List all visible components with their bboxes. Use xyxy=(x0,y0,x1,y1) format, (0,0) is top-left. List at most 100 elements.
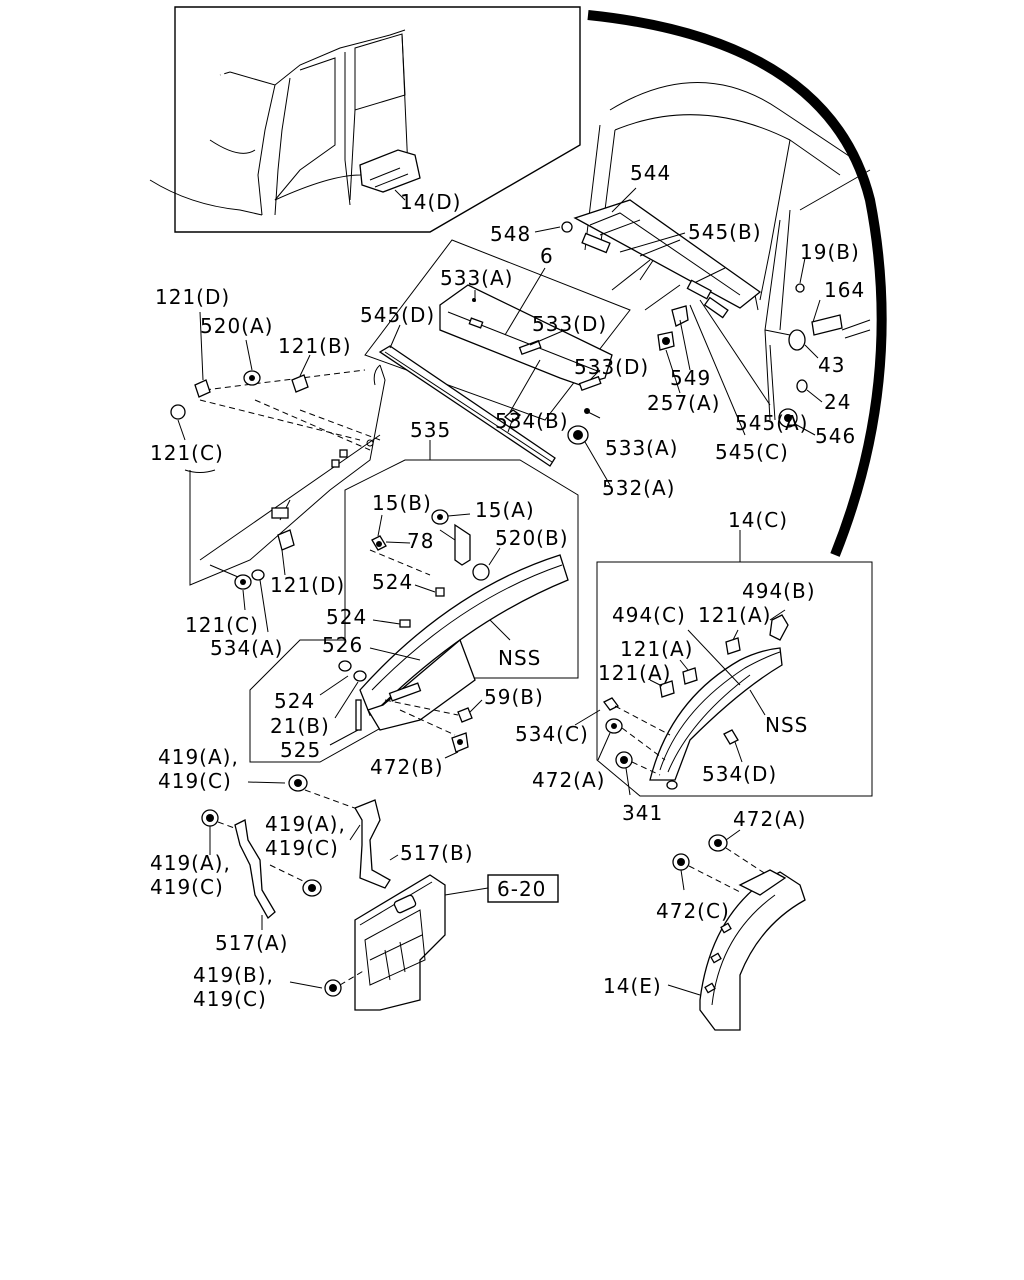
label-472A-a: 472(A) xyxy=(532,768,605,792)
label-419C-c: 419(C) xyxy=(150,875,224,899)
part-472A-a: 472(A) xyxy=(532,718,666,792)
part-520A: 520(A) xyxy=(200,314,273,386)
label-15B: 15(B) xyxy=(372,491,432,515)
label-534D: 534(D) xyxy=(702,762,777,786)
label-419C-d: 419(C) xyxy=(193,987,267,1011)
label-472B: 472(B) xyxy=(370,755,444,779)
label-121D-bot: 121(D) xyxy=(270,573,345,597)
part-534B: 534(B) xyxy=(495,359,569,433)
label-341: 341 xyxy=(622,801,663,825)
strip-545D: 545(D) xyxy=(360,303,556,467)
label-24: 24 xyxy=(824,390,851,414)
panel-544: 544 xyxy=(573,161,762,319)
part-419B: 419(B), 419(C) xyxy=(193,963,366,1011)
label-419B: 419(B), xyxy=(193,963,274,987)
part-419-mid: 419(A), 419(C) xyxy=(150,809,241,899)
step-box: 6-20 xyxy=(354,874,559,1011)
inset-cab-view: 14(D) xyxy=(149,6,581,233)
label-524-a: 524 xyxy=(372,570,413,594)
part-14E: 472(A) 472(C) 14(E) xyxy=(603,807,806,1031)
label-517B: 517(B) xyxy=(400,841,474,865)
label-121A-b: 121(A) xyxy=(620,637,693,661)
label-419A-c: 419(A), xyxy=(150,851,231,875)
label-524-b: 524 xyxy=(326,605,367,629)
part-520B: 520(B) xyxy=(472,526,569,581)
label-532A: 532(A) xyxy=(602,476,675,500)
fender-526: 526 NSS xyxy=(322,554,569,731)
label-549: 549 xyxy=(670,366,711,390)
label-121A-a: 121(A) xyxy=(698,603,771,627)
label-164: 164 xyxy=(824,278,865,302)
part-472B: 472(B) xyxy=(370,709,469,779)
label-545D: 545(D) xyxy=(360,303,435,327)
part-121C-top: 121(C) xyxy=(150,404,223,473)
part-59B: 59(B) xyxy=(384,685,544,723)
group-535: 535 xyxy=(249,418,579,763)
label-494B: 494(B) xyxy=(742,579,816,603)
label-19B: 19(B) xyxy=(800,240,860,264)
label-533A-top: 533(A) xyxy=(440,266,513,290)
label-494C: 494(C) xyxy=(612,603,686,627)
part-121C-bot: 121(C) xyxy=(185,574,259,637)
part-534C: 534(C) xyxy=(515,697,671,746)
part-548: 548 xyxy=(490,221,573,246)
label-257A: 257(A) xyxy=(647,391,720,415)
label-517A: 517(A) xyxy=(215,931,288,955)
part-341: 341 xyxy=(615,751,663,825)
part-15-78: 15(B) 15(A) 78 xyxy=(369,491,535,576)
label-472C: 472(C) xyxy=(656,899,730,923)
center-panel-6: 6 533(A) 533(D) 533(D) 533(A) xyxy=(364,239,678,460)
label-NSS-a: NSS xyxy=(498,646,541,670)
label-121A-c: 121(A) xyxy=(598,661,671,685)
label-14C: 14(C) xyxy=(728,508,788,532)
right-fasteners: 19(B) 164 43 24 546 xyxy=(778,240,871,448)
label-419C-b: 419(C) xyxy=(265,836,339,860)
label-526: 526 xyxy=(322,633,363,657)
label-545C: 545(C) xyxy=(715,440,789,464)
label-534B: 534(B) xyxy=(495,409,569,433)
label-21B: 21(B) xyxy=(270,714,330,738)
label-472A-b: 472(A) xyxy=(733,807,806,831)
label-419A-b: 419(A), xyxy=(265,812,346,836)
part-524-a: 524 xyxy=(372,570,445,597)
part-121B: 121(B) xyxy=(278,334,351,393)
label-535: 535 xyxy=(410,418,451,442)
part-121D-top: 121(D) xyxy=(155,285,230,398)
label-14E: 14(E) xyxy=(603,974,662,998)
label-544: 544 xyxy=(630,161,671,185)
left-panel xyxy=(189,364,386,586)
label-524-c: 524 xyxy=(274,689,315,713)
part-419-low xyxy=(269,864,322,897)
label-520B: 520(B) xyxy=(495,526,569,550)
inset-14C: 14(C) 494(B) 494(C) 121(A) 121(A) 121(A)… xyxy=(596,508,873,797)
label-533D-a: 533(D) xyxy=(532,312,607,336)
label-533D-b: 533(D) xyxy=(574,355,649,379)
label-520A: 520(A) xyxy=(200,314,273,338)
label-6-20: 6-20 xyxy=(497,877,546,901)
label-525: 525 xyxy=(280,738,321,762)
label-548: 548 xyxy=(490,222,531,246)
part-524-c: 524 21(B) 525 xyxy=(270,660,367,762)
label-545A: 545(A) xyxy=(735,411,808,435)
label-534C: 534(C) xyxy=(515,722,589,746)
ref-box-6-20 xyxy=(487,874,559,903)
label-121C-bot: 121(C) xyxy=(185,613,259,637)
label-14D: 14(D) xyxy=(400,190,461,214)
part-549: 549 257(A) xyxy=(647,305,720,415)
cab-outline xyxy=(584,82,871,421)
part-419-top: 419(A), 419(C) xyxy=(158,745,361,811)
label-121D-top: 121(D) xyxy=(155,285,230,309)
label-546: 546 xyxy=(815,424,856,448)
label-59B: 59(B) xyxy=(484,685,544,709)
label-6: 6 xyxy=(540,244,554,268)
label-78: 78 xyxy=(407,529,434,553)
bracket-517B: 419(A), 419(C) 517(B) xyxy=(265,799,474,889)
label-533A-bot: 533(A) xyxy=(605,436,678,460)
part-524-b: 524 xyxy=(326,605,411,629)
label-534A: 534(A) xyxy=(210,636,283,660)
part-534A: 534(A) xyxy=(210,569,283,660)
bracket-517A: 517(A) xyxy=(215,819,288,955)
label-43: 43 xyxy=(818,353,845,377)
label-15A: 15(A) xyxy=(475,498,535,522)
